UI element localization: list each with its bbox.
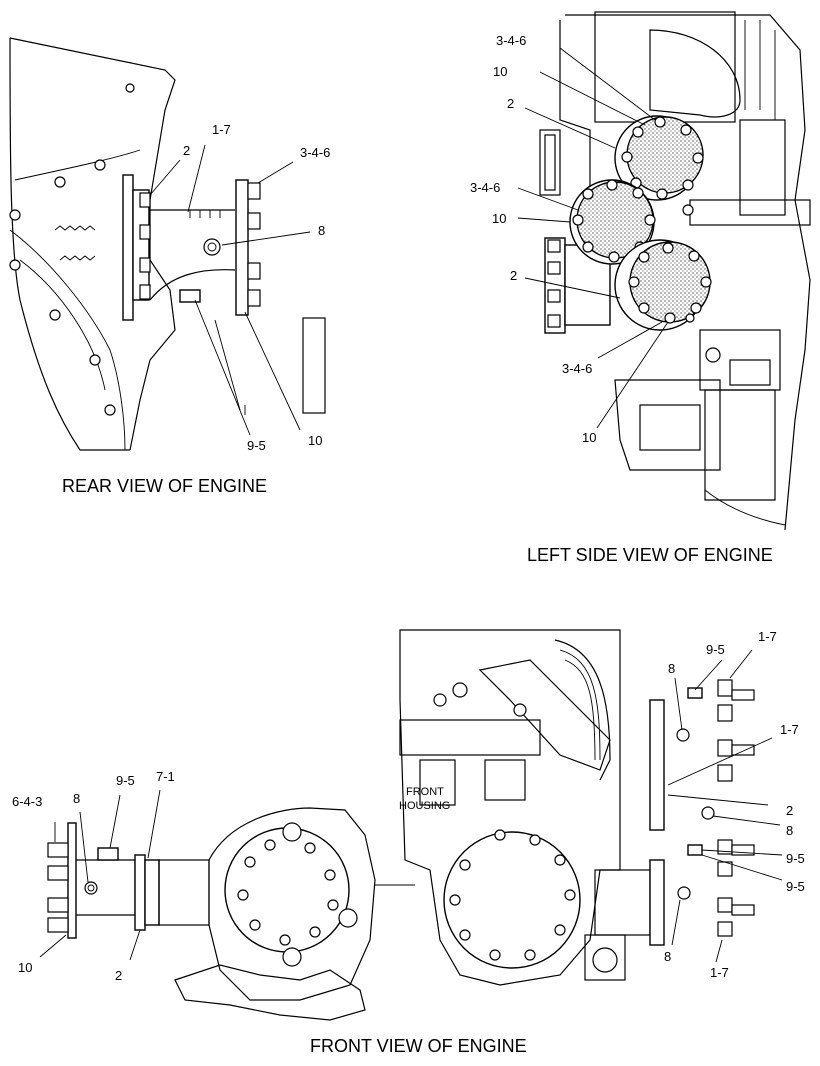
left-callout-3-4-6-a: 3-4-6 <box>496 33 526 48</box>
left-callout-10-c: 10 <box>582 430 596 445</box>
front-view-title: FRONT VIEW OF ENGINE <box>310 1036 527 1056</box>
front-callout-9-5-top: 9-5 <box>706 642 725 657</box>
front-callout-9-5-low: 9-5 <box>786 879 805 894</box>
front-left-bolts <box>47 842 69 933</box>
front-callout-10: 10 <box>18 960 32 975</box>
rear-right-bolts <box>247 182 261 307</box>
rear-callout-8: 8 <box>318 223 325 238</box>
front-housing-label-line2: HOUSING <box>399 800 450 812</box>
front-callout-1-7-top: 1-7 <box>758 629 777 644</box>
left-callout-2-a: 2 <box>507 96 514 111</box>
front-left-flange <box>67 822 77 939</box>
rear-callout-9-5: 9-5 <box>247 438 266 453</box>
plug-icon <box>203 238 221 256</box>
housing-bolt-holes <box>9 83 135 416</box>
rear-left-flange <box>122 174 134 321</box>
flange-disc-lower <box>614 239 712 331</box>
left-callout-2-b: 2 <box>510 268 517 283</box>
front-callout-8-left: 8 <box>73 791 80 806</box>
front-callout-8-mid: 8 <box>786 823 793 838</box>
left-side-view: 3-4-6 10 2 3-4-6 10 2 3-4-6 10 LEFT SIDE… <box>470 11 811 565</box>
front-housing-label-line1: FRONT <box>406 786 444 798</box>
front-callout-9-5-left: 9-5 <box>116 773 135 788</box>
front-callout-1-7-low: 1-7 <box>710 965 729 980</box>
rear-view-title: REAR VIEW OF ENGINE <box>62 476 267 496</box>
rear-callout-3-4-6: 3-4-6 <box>300 145 330 160</box>
front-view: FRONT HOUSING 6-4-3 8 9-5 7-1 10 2 8 9-5… <box>12 629 805 1056</box>
rear-view: 1-7 2 3-4-6 8 9-5 10 REAR VIEW OF ENGINE <box>9 37 330 496</box>
front-left-housing-bolts <box>237 839 339 946</box>
left-side-small-bolts <box>547 239 561 328</box>
front-center-housing-disc <box>443 831 581 969</box>
rear-callout-10: 10 <box>308 433 322 448</box>
rear-callout-2: 2 <box>183 143 190 158</box>
rear-callout-1-7: 1-7 <box>212 122 231 137</box>
rear-right-flange <box>235 179 249 316</box>
flange-disc-middle <box>569 179 694 265</box>
front-callout-8-low: 8 <box>664 949 671 964</box>
front-callout-6-4-3: 6-4-3 <box>12 794 42 809</box>
flange-disc-upper <box>614 115 704 201</box>
front-callout-7-1: 7-1 <box>156 769 175 784</box>
front-callout-9-5-mid: 9-5 <box>786 851 805 866</box>
front-right-bolts <box>717 679 755 937</box>
left-callout-10-a: 10 <box>493 64 507 79</box>
left-side-view-title: LEFT SIDE VIEW OF ENGINE <box>527 545 773 565</box>
left-callout-10-b: 10 <box>492 211 506 226</box>
rear-flange-bolts <box>139 192 151 300</box>
left-callout-3-4-6-b: 3-4-6 <box>470 180 500 195</box>
front-callout-2-right: 2 <box>786 803 793 818</box>
front-callout-1-7-mid: 1-7 <box>780 722 799 737</box>
front-callout-8-top: 8 <box>668 661 675 676</box>
front-center-housing-bolts <box>449 829 576 961</box>
left-callout-3-4-6-c: 3-4-6 <box>562 361 592 376</box>
front-callout-2-left: 2 <box>115 968 122 983</box>
